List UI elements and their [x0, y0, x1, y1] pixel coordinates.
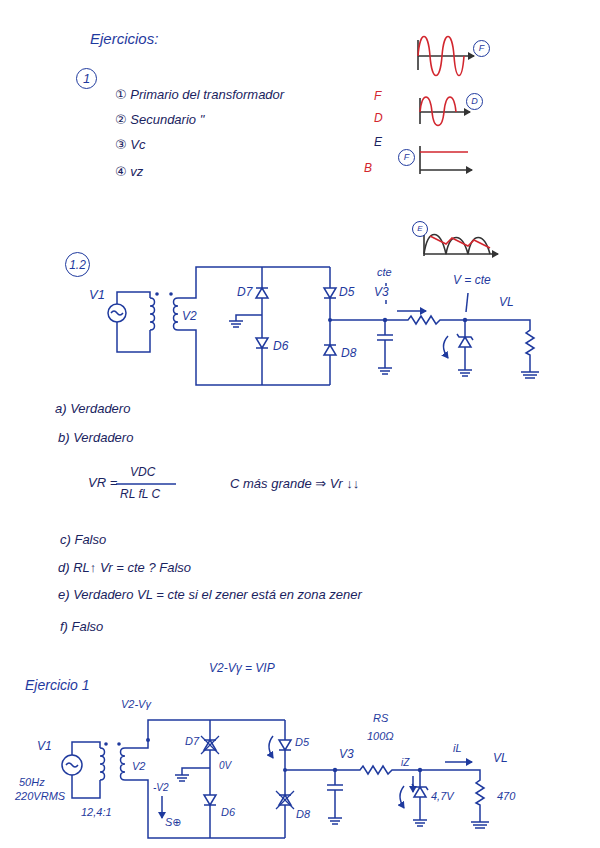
- note-text: C más grande ⇒ Vr ↓↓: [230, 477, 359, 492]
- answer-text: d) RL↑ Vr = cte ? Falso: [58, 561, 191, 576]
- note-text: ③ Vc: [115, 138, 145, 153]
- note-text: ④ vz: [115, 165, 143, 180]
- signal-label: V2: [131, 760, 146, 773]
- answer-text: c) Falso: [60, 533, 106, 548]
- answer-text: e) Verdadero VL = cte si el zener está e…: [58, 588, 362, 603]
- answer-text: a) Verdadero: [55, 402, 130, 417]
- formula-text: VDC: [130, 466, 155, 480]
- callout-circle: F: [398, 149, 415, 166]
- current-label: iL: [452, 742, 463, 755]
- signal-label: VL: [492, 752, 509, 766]
- diode-label: D6: [272, 340, 289, 354]
- callout-number: E: [417, 225, 422, 233]
- resistor-label: 100Ω: [366, 730, 395, 743]
- callout-number: 1.2: [69, 259, 86, 271]
- diode-label: D7: [236, 286, 253, 300]
- diode-label: D8: [340, 347, 357, 361]
- callout-circle: 1.2: [65, 252, 90, 277]
- frequency-label: 50Hz: [18, 776, 46, 789]
- diode-label: D5: [338, 286, 355, 300]
- note-text: ② Secundario ": [115, 113, 204, 128]
- callout-number: D: [471, 97, 478, 106]
- diode-label: D7: [184, 735, 200, 748]
- note-text: cte: [376, 266, 393, 279]
- callout-circle: 1: [76, 68, 97, 89]
- note-text: V = cte: [452, 274, 492, 288]
- resistor-label: RS: [372, 712, 389, 725]
- diode-label: D6: [220, 806, 236, 819]
- signal-label: V3: [338, 748, 355, 762]
- answer-letter: D: [374, 112, 383, 126]
- signal-label: V1: [88, 288, 106, 303]
- callout-circle: D: [466, 93, 483, 110]
- current-label: iZ: [400, 757, 410, 769]
- answer-letter: F: [374, 90, 381, 104]
- answer-letter: B: [364, 162, 372, 176]
- signal-label: -V2: [152, 782, 170, 794]
- page-title: Ejercicios:: [90, 30, 158, 47]
- diode-label: D8: [295, 808, 311, 821]
- ratio-label: 12,4:1: [80, 806, 113, 819]
- callout-circle: E: [412, 221, 428, 237]
- answer-text: f) Falso: [60, 620, 103, 635]
- signal-label: V3: [373, 286, 390, 300]
- resistor-label: 470: [496, 790, 516, 803]
- formula-text: VR =: [88, 476, 117, 491]
- note-text: ① Primario del transformador: [115, 88, 284, 103]
- signal-label: 0V: [218, 760, 232, 772]
- callout-circle: F: [473, 40, 490, 57]
- signal-label: VL: [498, 296, 515, 310]
- signal-label: V1: [36, 740, 53, 754]
- section-title: Ejercicio 1: [25, 677, 90, 693]
- callout-number: F: [404, 153, 410, 162]
- answer-letter: E: [374, 136, 382, 150]
- signal-label: V2-Vγ: [120, 698, 152, 711]
- formula-text: RL fL C: [120, 488, 160, 502]
- note-text: S⊕: [164, 816, 183, 829]
- signal-label: V2-Vγ = VIP: [208, 662, 276, 676]
- signal-label: V2: [181, 310, 198, 324]
- answer-text: b) Verdadero: [58, 431, 133, 446]
- callout-number: F: [479, 44, 485, 53]
- diode-label: D5: [294, 736, 310, 749]
- callout-number: 1: [83, 72, 90, 85]
- zener-label: 4,7V: [430, 790, 455, 803]
- voltage-label: 220VRMS: [14, 790, 66, 803]
